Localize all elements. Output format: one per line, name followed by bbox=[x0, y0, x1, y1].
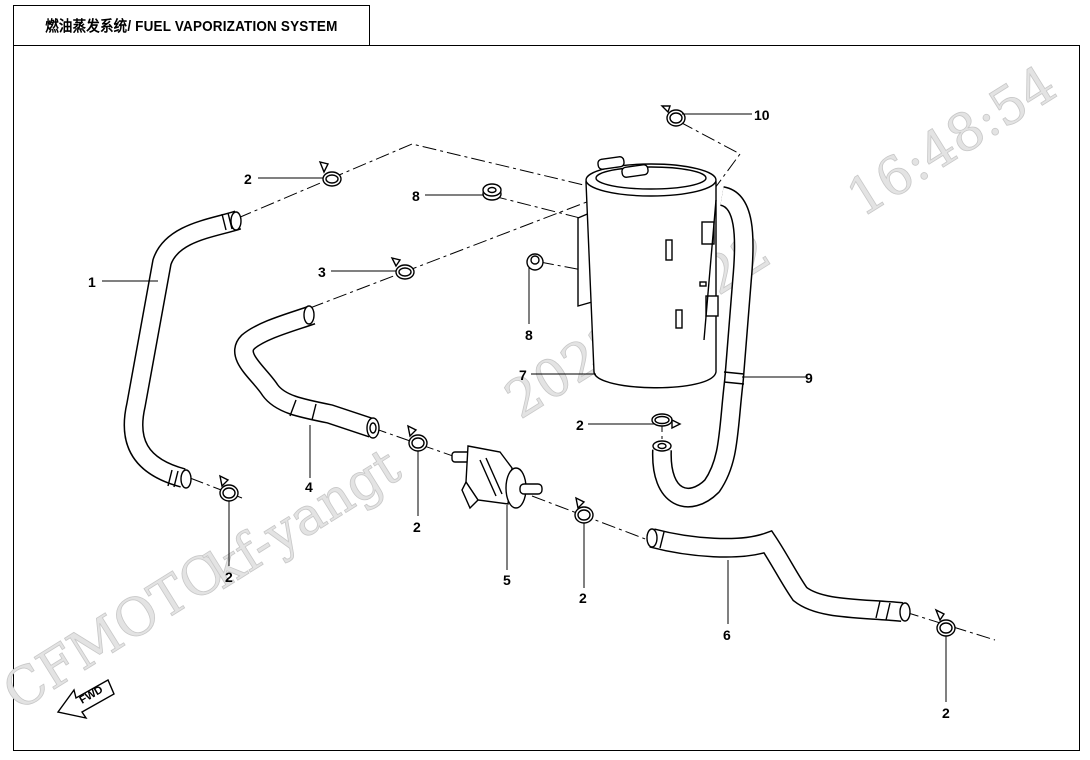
callout-2-center: 2 bbox=[413, 519, 421, 535]
clamp-2-left-lower bbox=[219, 474, 239, 502]
watermark-brand: CFMOTO bbox=[0, 540, 236, 723]
page-title: 燃油蒸发系统/ FUEL VAPORIZATION SYSTEM bbox=[45, 18, 338, 35]
centerline-clamp10 bbox=[679, 121, 741, 189]
callout-9: 9 bbox=[805, 370, 813, 386]
hose-4 bbox=[234, 305, 380, 439]
clamp-2-right bbox=[934, 608, 956, 637]
hose-6 bbox=[646, 528, 911, 622]
callout-6: 6 bbox=[723, 627, 731, 643]
washers-8 bbox=[482, 183, 544, 271]
clamp-10 bbox=[660, 105, 686, 127]
callout-10: 10 bbox=[754, 107, 770, 123]
callout-2-left-lower: 2 bbox=[225, 569, 233, 585]
centerline-hose4-top bbox=[309, 199, 593, 309]
centerline-hose6-end bbox=[904, 611, 996, 641]
centerline-washer8-side bbox=[539, 261, 583, 271]
callout-2-right: 2 bbox=[942, 705, 950, 721]
callout-8-top: 8 bbox=[412, 188, 420, 204]
clamp-2-top bbox=[318, 160, 342, 187]
callout-2-top: 2 bbox=[244, 171, 252, 187]
canister-7 bbox=[577, 156, 719, 389]
callout-3: 3 bbox=[318, 264, 326, 280]
callout-2-mid: 2 bbox=[579, 590, 587, 606]
callout-1: 1 bbox=[88, 274, 96, 290]
clamp-3 bbox=[390, 256, 415, 280]
clamp-2-mid bbox=[574, 496, 594, 524]
drawing-frame bbox=[13, 45, 1080, 751]
callout-7: 7 bbox=[519, 367, 527, 383]
centerline-washer8-top bbox=[492, 195, 581, 219]
callouts: 1 2 2 2 2 2 2 3 4 5 6 7 8 8 9 10 bbox=[88, 107, 950, 721]
watermark: CFMOTO kf-yangt 2022-02-22 16:48:54 bbox=[0, 54, 1067, 723]
clamps bbox=[219, 105, 956, 637]
valve-5 bbox=[451, 445, 543, 510]
watermark-time: 16:48:54 bbox=[837, 54, 1067, 229]
callout-8-side: 8 bbox=[525, 327, 533, 343]
callout-2-canister: 2 bbox=[576, 417, 584, 433]
leader-lines bbox=[102, 113, 947, 702]
callout-4: 4 bbox=[305, 479, 313, 495]
clamp-2-canister bbox=[651, 413, 682, 430]
title-box: 燃油蒸发系统/ FUEL VAPORIZATION SYSTEM bbox=[13, 5, 370, 45]
hose-1 bbox=[123, 210, 242, 489]
clamp-2-center bbox=[407, 424, 428, 452]
hose-9 bbox=[651, 186, 754, 508]
callout-5: 5 bbox=[503, 572, 511, 588]
centerline-hose1-top bbox=[237, 143, 589, 219]
centerline-hose1-bottom bbox=[189, 477, 243, 499]
